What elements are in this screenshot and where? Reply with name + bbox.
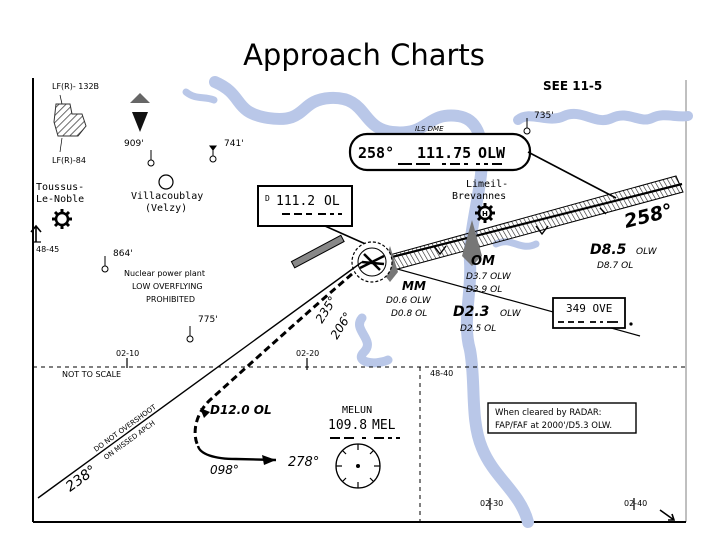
fix-marks	[433, 207, 607, 256]
melun-frequency: 109.8	[328, 418, 367, 433]
fix-om-line1: D3.7 OLW	[466, 272, 512, 282]
airport-toussus-icon	[52, 209, 72, 229]
town-limeil-line1: Limeil-	[466, 179, 508, 190]
ils-course: 258°	[358, 144, 394, 162]
obstacle-735: 735'	[534, 111, 554, 121]
missed-course-278: 278°	[288, 455, 319, 470]
prohibited-area-hatch	[53, 103, 87, 137]
runway-extension-bar	[290, 234, 345, 269]
obstacle-775: 775'	[198, 315, 218, 325]
vor-ident: OL	[324, 194, 340, 209]
ove-text: 349 OVE	[566, 302, 612, 315]
ils-frequency-box: ILS DME 258° 111.75 OLW	[348, 125, 532, 172]
vor-frequency-box: D 111.2 OL	[257, 185, 353, 227]
not-to-scale-label: NOT TO SCALE	[62, 370, 121, 379]
melun-ident: MEL	[372, 418, 396, 433]
outer-marker-icon	[462, 220, 482, 266]
corner-arrow-icons	[30, 224, 676, 521]
heliport-limeil-icon: H	[475, 203, 495, 223]
airport-orly-icon	[351, 241, 393, 283]
chart-frame	[32, 78, 687, 523]
fix-d2-3-alt: D2.5 OL	[460, 324, 496, 334]
obstacle-741-icon	[209, 145, 217, 163]
obstacle-triangle-icon	[130, 93, 150, 103]
fix-d2-3-name: D2.3	[453, 304, 489, 320]
grid-label-02-40: 02-40	[624, 499, 647, 508]
prohibited-area-label-132b: LF(R)- 132B	[52, 82, 99, 91]
ils-frequency: 111.75	[417, 144, 471, 162]
fix-mm-name: MM	[402, 279, 426, 293]
ils-ident: OLW	[478, 144, 506, 162]
fix-d8-5-alt: D8.7 OL	[597, 261, 633, 271]
ils-label: ILS DME	[415, 125, 444, 133]
grid-label-02-30: 02-30	[480, 499, 503, 508]
obstacle-864-icon	[101, 256, 109, 273]
fix-d12-name: D12.0 OL	[210, 403, 272, 417]
obstacle-909-icon	[147, 150, 155, 167]
melun-vor-compass-icon	[335, 443, 381, 489]
radar-note-line1: When cleared by RADAR:	[495, 408, 601, 418]
obstacle-741: 741'	[224, 139, 244, 149]
obstacle-775-icon	[186, 326, 194, 343]
fix-mm-line2: D0.8 OL	[391, 309, 427, 319]
vor-prefix: D	[265, 194, 270, 203]
nuclear-note-line1: Nuclear power plant	[124, 269, 205, 278]
fix-d8-5-name: D8.5	[590, 242, 627, 258]
river-marne	[492, 109, 693, 250]
slide-title: Approach Charts	[243, 38, 485, 72]
see-reference: SEE 11-5	[543, 79, 602, 93]
fix-om-line2: D3.9 OL	[466, 285, 502, 295]
grid-label-48-45: 48-45	[36, 245, 59, 254]
obstacle-864: 864'	[113, 249, 133, 259]
town-villacoublay-line2: (Velzy)	[145, 203, 187, 214]
vor-frequency: 111.2	[276, 194, 315, 209]
fix-mm-line1: D0.6 OLW	[386, 296, 432, 306]
svg-text:H: H	[482, 210, 488, 218]
melun-name: MELUN	[342, 405, 372, 416]
obstacle-arrow-icon	[132, 112, 148, 132]
grid-lines	[33, 366, 686, 522]
nuclear-note-line3: PROHIBITED	[146, 295, 195, 304]
missed-approach-path	[37, 261, 363, 499]
missed-course-098: 098°	[210, 463, 239, 477]
town-limeil-line2: Brevannes	[452, 191, 506, 202]
grid-label-02-20: 02-20	[296, 349, 319, 358]
obstacle-735-icon	[523, 118, 531, 135]
airport-villacoublay-icon	[158, 174, 174, 190]
fix-om-name: OM	[471, 254, 495, 269]
obstacle-909: 909'	[124, 139, 144, 149]
prohibited-area-label-84: LF(R)-84	[52, 156, 86, 165]
nuclear-note-line2: LOW OVERFLYING	[132, 282, 203, 291]
radar-note-box: When cleared by RADAR: FAP/FAF at 2000'/…	[487, 402, 637, 434]
ove-ndb-box: 349 OVE	[552, 297, 633, 329]
radar-note-line2: FAP/FAF at 2000'/D5.3 OLW.	[495, 421, 612, 431]
fix-d2-3-ident: OLW	[500, 309, 522, 319]
town-toussus-line1: Toussus-	[36, 182, 84, 193]
town-toussus-line2: Le-Noble	[36, 194, 84, 205]
town-villacoublay-line1: Villacoublay	[131, 191, 203, 202]
fix-d8-5-ident: OLW	[636, 247, 658, 257]
missed-course-238: 238°	[63, 462, 100, 495]
missed-course-206: 206°	[328, 310, 355, 342]
grid-label-48-40: 48-40	[430, 369, 453, 378]
grid-label-02-10: 02-10	[116, 349, 139, 358]
